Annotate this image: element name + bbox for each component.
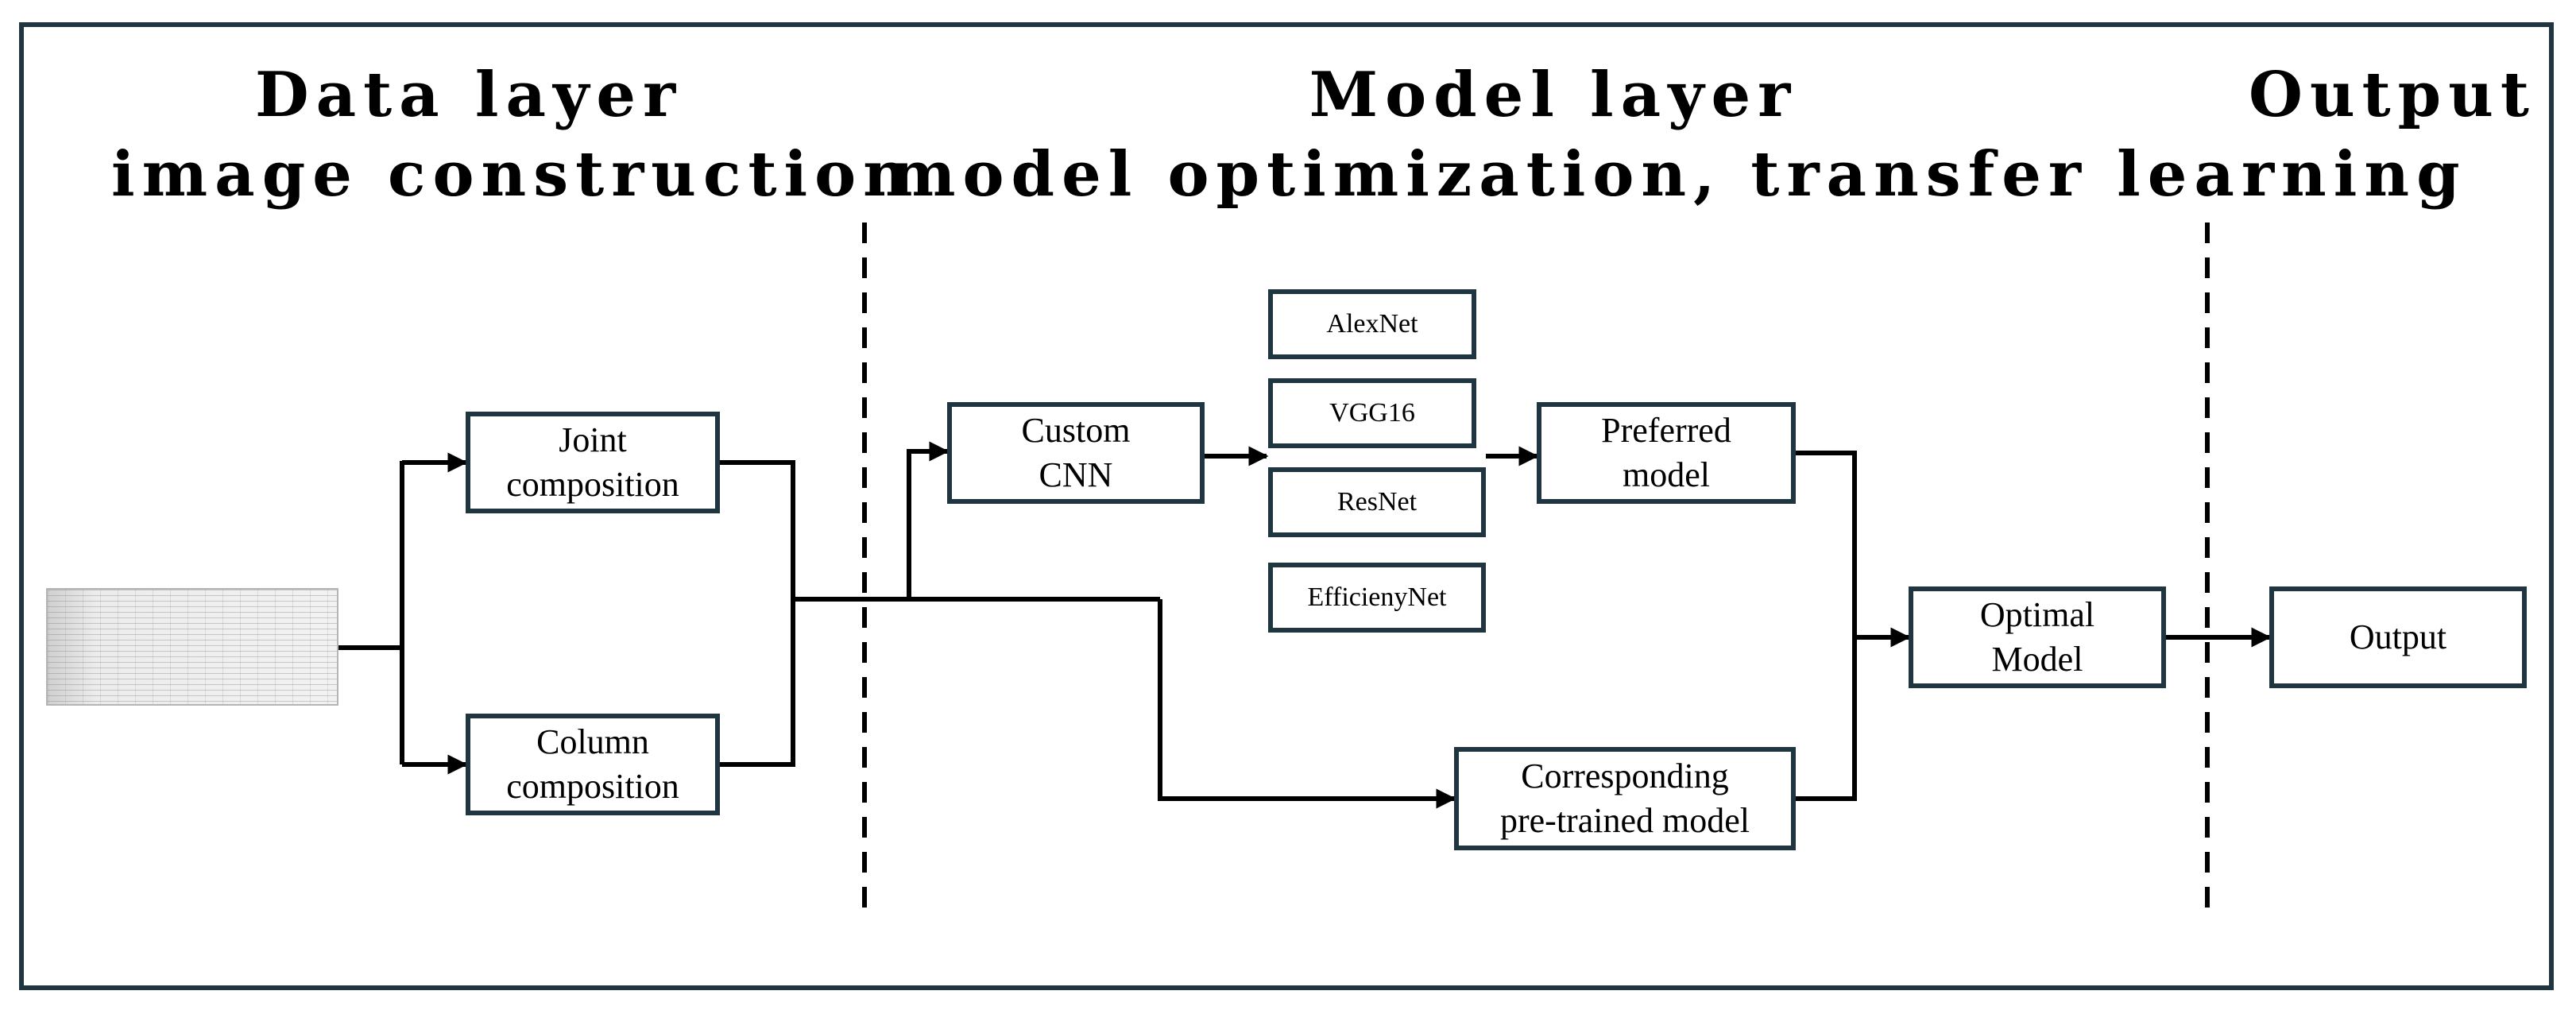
- preferred-model-box: Preferred model: [1537, 402, 1796, 504]
- vgg16-box: VGG16: [1268, 378, 1476, 448]
- model-layer-title: Model layer: [1309, 59, 1798, 131]
- connector-joint-out: [720, 460, 795, 767]
- data-table-thumbnail-icon: [46, 588, 338, 706]
- output-heading: Output: [2249, 56, 2535, 135]
- data-layer-title: Data layer: [254, 59, 683, 131]
- arrow-to-pretrained: [1158, 599, 1456, 809]
- connector-preferred-out: [1796, 451, 1857, 801]
- joint-composition-box: Joint composition: [466, 412, 720, 513]
- output-title: Output: [2249, 59, 2536, 131]
- arrow-to-custom-cnn: [907, 441, 950, 599]
- custom-cnn-box: Custom CNN: [947, 402, 1205, 504]
- model-layer-heading: Model layer model optimization, transfer…: [890, 56, 2467, 215]
- output-box: Output: [2269, 586, 2527, 688]
- diagram-frame: [19, 22, 2554, 990]
- column-composition-box: Column composition: [466, 714, 720, 815]
- alexnet-box: AlexNet: [1268, 289, 1476, 359]
- pretrained-model-box: Corresponding pre-trained model: [1454, 747, 1796, 850]
- resnet-box: ResNet: [1268, 467, 1486, 537]
- efficienynet-box: EfficienyNet: [1268, 563, 1486, 633]
- model-layer-subtitle: model optimization, transfer learning: [890, 138, 2467, 211]
- data-layer-subtitle: image construction: [111, 138, 915, 211]
- optimal-model-box: Optimal Model: [1909, 586, 2166, 688]
- data-layer-heading: Data layer image construction: [111, 56, 915, 215]
